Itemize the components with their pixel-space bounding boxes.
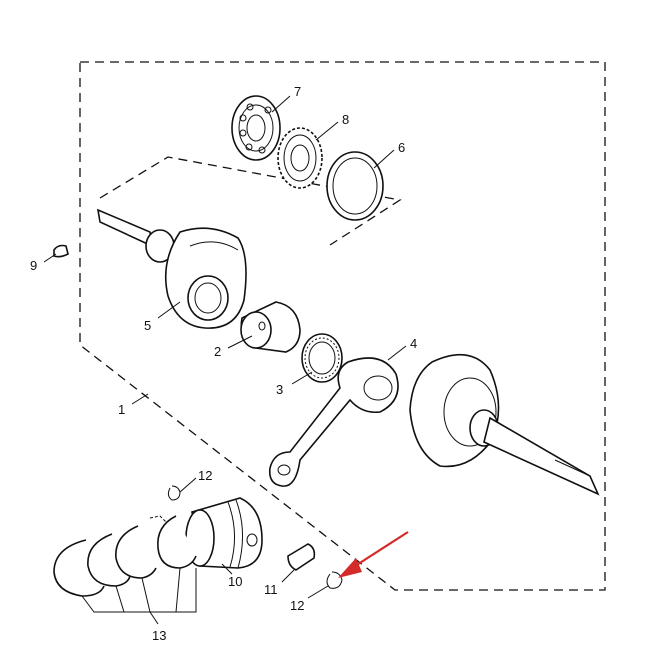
leader-5 bbox=[157, 301, 181, 319]
leader-9 bbox=[43, 253, 57, 263]
leader-12-bottom bbox=[307, 585, 329, 599]
callout-7: 7 bbox=[294, 84, 301, 99]
gear-part bbox=[277, 127, 323, 189]
leader-8 bbox=[315, 121, 339, 141]
leader-6 bbox=[373, 149, 395, 169]
connecting-rod-part bbox=[268, 357, 399, 487]
leader-11 bbox=[281, 569, 295, 583]
piston-rings-part bbox=[53, 515, 197, 597]
needle-bearing-part bbox=[301, 333, 343, 383]
callout-9: 9 bbox=[30, 258, 37, 273]
circlip-top-part bbox=[167, 485, 181, 501]
leader-12-top bbox=[179, 477, 197, 493]
callout-5: 5 bbox=[144, 318, 151, 333]
ball-bearing-part bbox=[231, 95, 281, 161]
leader-4 bbox=[387, 345, 407, 361]
callout-13: 13 bbox=[152, 628, 166, 643]
piston-part bbox=[185, 497, 263, 569]
callout-1: 1 bbox=[118, 402, 125, 417]
woodruff-key-part bbox=[53, 244, 69, 258]
callout-6: 6 bbox=[398, 140, 405, 155]
callout-4: 4 bbox=[410, 336, 417, 351]
ring-part bbox=[326, 151, 384, 221]
leader-3 bbox=[291, 371, 313, 385]
callout-12-top: 12 bbox=[198, 468, 212, 483]
left-crankshaft-part bbox=[96, 208, 247, 329]
right-crankshaft-part bbox=[409, 353, 600, 496]
callout-3: 3 bbox=[276, 382, 283, 397]
leader-1 bbox=[131, 393, 149, 405]
leader-2 bbox=[227, 335, 253, 349]
piston-pin-part bbox=[287, 543, 316, 571]
circlip-bottom-part bbox=[326, 571, 343, 589]
leader-7 bbox=[271, 95, 291, 113]
leader-13-bracket bbox=[81, 567, 197, 625]
callout-2: 2 bbox=[214, 344, 221, 359]
assembly-boundary-dashed bbox=[79, 61, 606, 591]
callout-12-bottom: 12 bbox=[290, 598, 304, 613]
callout-11: 11 bbox=[264, 582, 278, 597]
leader-10 bbox=[221, 563, 233, 575]
callout-10: 10 bbox=[228, 574, 242, 589]
pointer-arrow bbox=[338, 531, 409, 578]
crank-pin-part bbox=[240, 301, 301, 353]
callout-8: 8 bbox=[342, 112, 349, 127]
